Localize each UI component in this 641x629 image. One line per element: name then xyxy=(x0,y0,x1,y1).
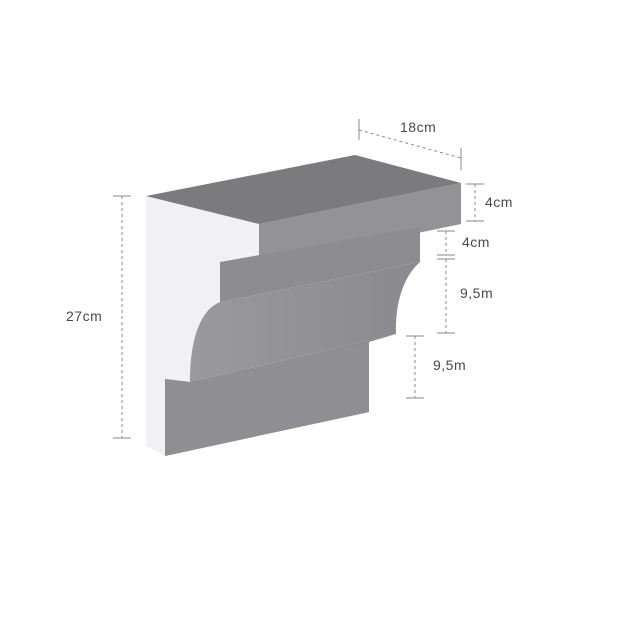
dimension-depth: 18cm xyxy=(358,119,462,170)
cornice-base-front xyxy=(165,342,369,456)
base-height-label: 9,5m xyxy=(433,357,466,373)
cornice-step-face xyxy=(220,227,420,302)
dimension-total-height: 27cm xyxy=(66,195,131,439)
dimension-top-height: 4cm xyxy=(466,183,513,222)
dimension-step-height: 4cm xyxy=(437,230,490,256)
cornice-cove-face xyxy=(190,262,420,382)
cove-height-label: 9,5m xyxy=(460,285,493,301)
dimension-cove-height: 9,5m xyxy=(437,258,493,334)
cornice-profile-model xyxy=(146,155,461,456)
total-height-label: 27cm xyxy=(66,308,102,324)
step-height-label: 4cm xyxy=(462,234,490,250)
cornice-top-face xyxy=(146,155,461,224)
cornice-top-front-face xyxy=(259,183,461,266)
depth-label: 18cm xyxy=(400,119,436,135)
top-height-label: 4cm xyxy=(485,194,513,210)
dimension-base-height: 9,5m xyxy=(406,335,466,399)
